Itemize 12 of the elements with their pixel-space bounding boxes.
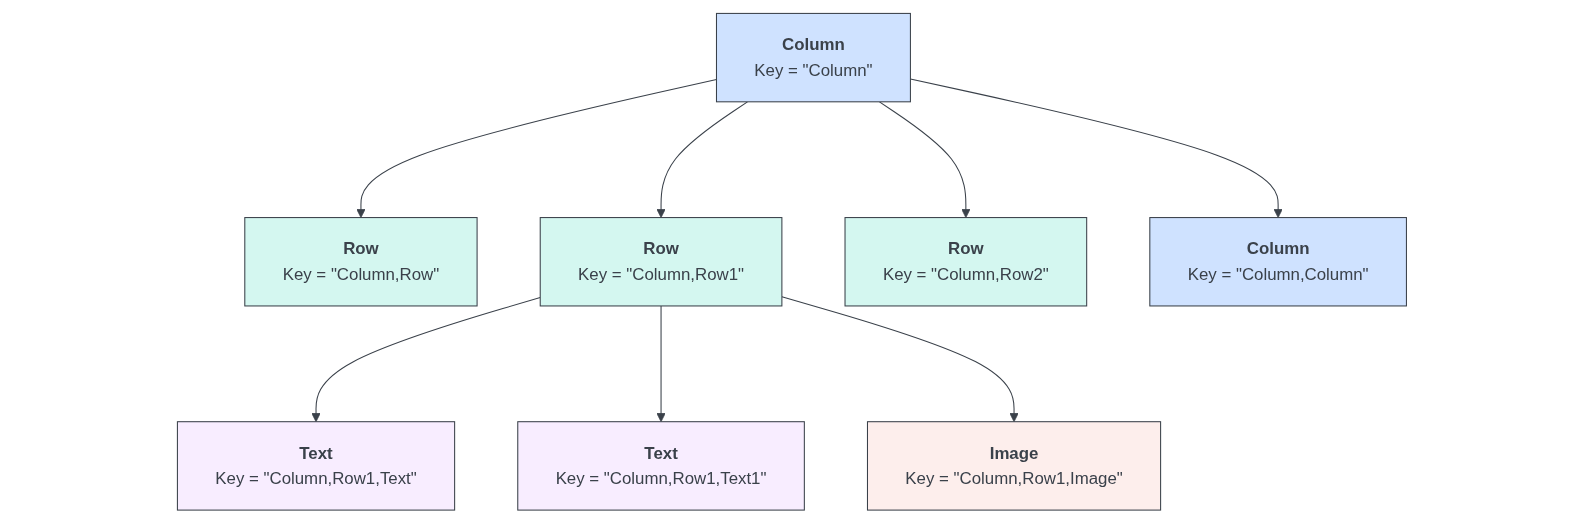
node-box: Row Key = "Column,Row" — [243, 217, 478, 307]
arrow — [355, 79, 717, 219]
node-box: Text Key = "Column,Row1,Text1" — [516, 421, 805, 511]
node-box: Row Key = "Column,Row1" — [539, 217, 782, 307]
arrow — [909, 78, 1283, 219]
node-box: Row Key = "Column,Row2" — [844, 217, 1087, 307]
node-box: Column Key = "Column,Column" — [1148, 217, 1407, 307]
arrow — [656, 101, 748, 219]
arrow — [656, 305, 666, 423]
node-box: Column Key = "Column" — [715, 13, 911, 103]
node-box: Text Key = "Column,Row1,Text" — [176, 421, 455, 511]
node-box: Image Key = "Column,Row1,Image" — [866, 421, 1161, 511]
